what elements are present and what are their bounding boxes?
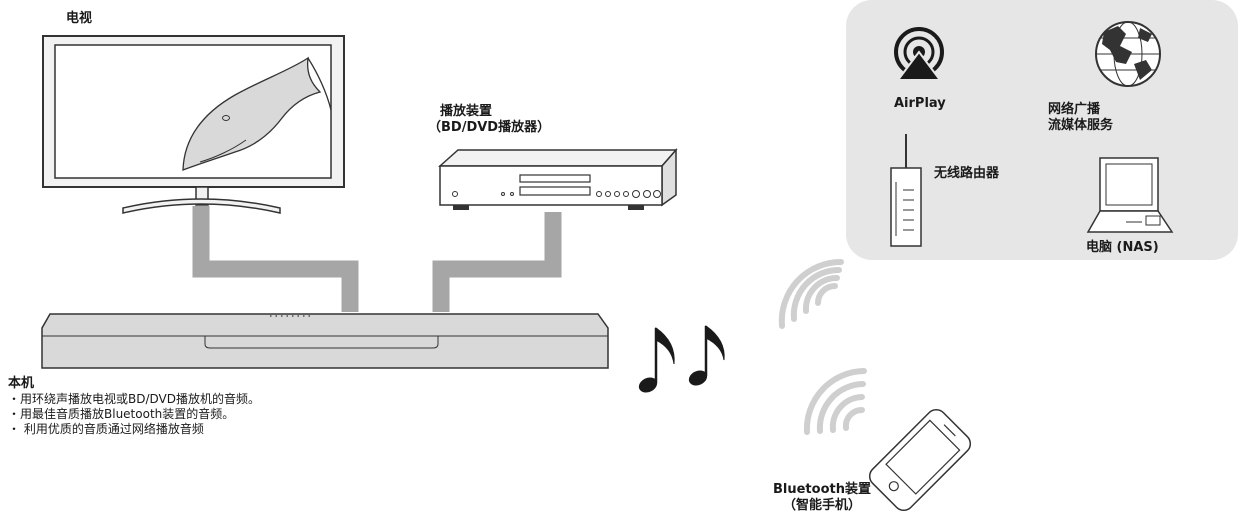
player-label-line2: （BD/DVD播放器）	[428, 120, 551, 135]
laptop-icon	[1086, 157, 1174, 233]
airplay-icon	[894, 27, 944, 81]
wireless-router-icon	[890, 134, 922, 247]
unit-feature: ・用环绕声播放电视或BD/DVD播放机的音频。	[8, 392, 260, 406]
smartphone-icon	[868, 408, 972, 512]
player-label: 播放装置 （BD/DVD播放器）	[428, 104, 618, 136]
unit-feature: ・用最佳音质播放Bluetooth装置的音频。	[8, 407, 235, 421]
player-label-line1: 播放装置	[440, 104, 493, 119]
unit-description: 本机 ・用环绕声播放电视或BD/DVD播放机的音频。 ・用最佳音质播放Bluet…	[8, 376, 260, 437]
pc-label: 电脑 (NAS)	[1086, 240, 1159, 255]
tv-cable	[192, 206, 359, 312]
music-notes-icon	[638, 325, 725, 393]
unit-feature-list: ・用环绕声播放电视或BD/DVD播放机的音频。 ・用最佳音质播放Bluetoot…	[8, 392, 260, 437]
streaming-label-line2: 流媒体服务	[1048, 118, 1114, 133]
unit-title: 本机	[8, 376, 35, 391]
tv-icon	[42, 35, 345, 214]
phone-waves-icon	[803, 368, 867, 435]
streaming-label: 网络广播 流媒体服务	[1048, 102, 1113, 134]
player-cable	[432, 212, 562, 312]
bd-dvd-player-icon	[438, 148, 678, 210]
bluetooth-device-label-line2: （智能手机）	[782, 498, 861, 513]
tv-label: 电视	[66, 11, 93, 26]
airplay-label: AirPlay	[894, 96, 946, 111]
streaming-label-line1: 网络广播	[1048, 102, 1101, 117]
router-label: 无线路由器	[934, 166, 1000, 181]
wireless-waves-icon	[778, 258, 844, 329]
sound-bar-icon	[41, 313, 609, 369]
bluetooth-device-label-line1: Bluetooth装置	[773, 482, 871, 497]
bluetooth-device-label: Bluetooth装置 （智能手机）	[752, 482, 892, 514]
unit-feature: ・ 利用优质的音质通过网络播放音频	[8, 422, 204, 436]
globe-icon	[1095, 21, 1161, 87]
